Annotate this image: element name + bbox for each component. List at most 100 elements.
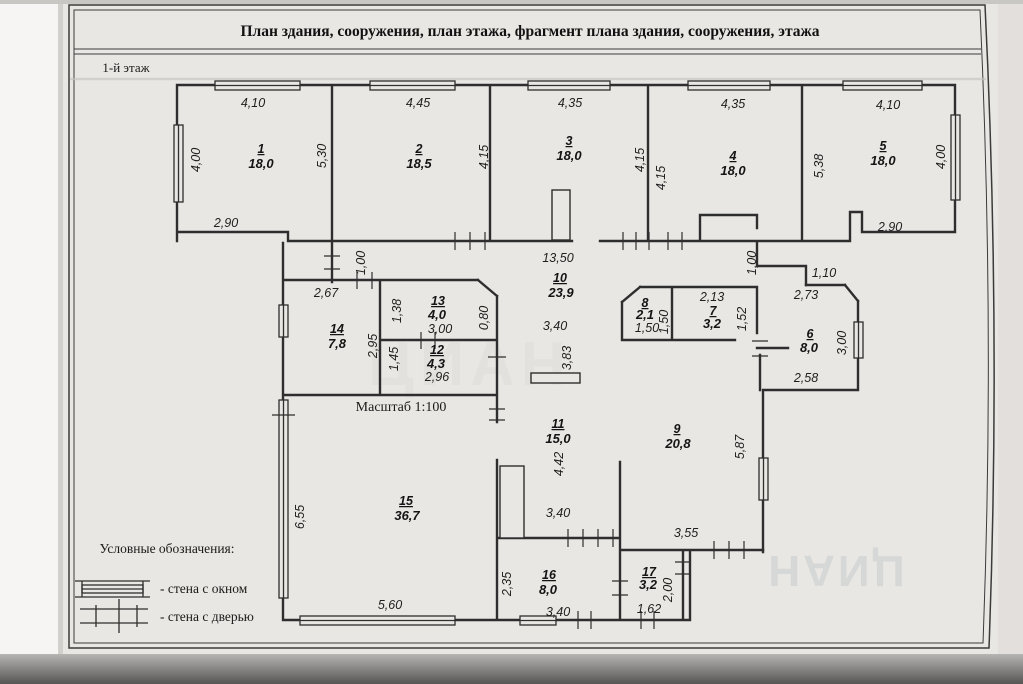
legend-heading: Условные обозначения: xyxy=(99,541,234,556)
room-number: 7 xyxy=(710,304,718,318)
dim-label: 13,50 xyxy=(542,251,573,265)
dim-label: 5,38 xyxy=(812,154,826,178)
dim-label: 3,55 xyxy=(674,526,698,540)
window-icon xyxy=(853,321,864,359)
room-number: 16 xyxy=(542,568,557,582)
room-area: 18,0 xyxy=(720,163,746,178)
room-number: 6 xyxy=(807,327,815,341)
window-icon xyxy=(369,80,456,91)
window-icon xyxy=(173,124,184,203)
window-symbols xyxy=(173,80,961,626)
paper-right-edge xyxy=(998,0,1023,660)
legend: Условные обозначения: - стена с окном - … xyxy=(75,541,254,633)
room-area: 18,5 xyxy=(406,156,432,171)
window-icon xyxy=(842,80,923,91)
floor-label: 1-й этаж xyxy=(102,60,150,75)
dim-label: 2,00 xyxy=(661,578,675,603)
dim-label: 1,38 xyxy=(390,299,404,323)
watermark-text: ЦИАН xyxy=(765,546,904,595)
dim-label: 4,42 xyxy=(552,452,566,476)
window-icon xyxy=(519,615,557,626)
window-icon xyxy=(278,304,289,338)
legend-window-label: - стена с окном xyxy=(160,581,248,596)
room-area: 18,0 xyxy=(248,156,274,171)
room-area: 20,8 xyxy=(664,436,691,451)
paper-left-edge xyxy=(0,0,62,660)
dim-label: 2,58 xyxy=(793,371,818,385)
dim-label: 4,15 xyxy=(477,145,491,169)
dim-label: 4,35 xyxy=(721,97,745,111)
dim-label: 4,00 xyxy=(189,148,203,172)
door-leaves xyxy=(499,189,581,539)
dim-label: 2,73 xyxy=(793,288,818,302)
page-title: План здания, сооружения, план этажа, фра… xyxy=(240,23,819,40)
room-number: 14 xyxy=(330,322,344,336)
room-labels: 1 18,0 2 18,5 3 18,0 4 18,0 5 18,0 6 8,0… xyxy=(248,134,896,597)
window-icon xyxy=(272,399,295,599)
dim-label: 1,45 xyxy=(387,347,401,371)
legend-door-label: - стена с дверью xyxy=(160,609,254,624)
door-leaf-room3 xyxy=(551,189,571,241)
dim-label: 6,55 xyxy=(293,505,307,529)
room-number: 12 xyxy=(430,343,444,357)
watermark-bottom-right: ЦИАН xyxy=(765,546,904,595)
dim-label: 1,62 xyxy=(637,602,661,616)
room-number: 15 xyxy=(399,494,414,508)
dim-label: 4,15 xyxy=(654,166,668,190)
door-leaf-room11 xyxy=(499,465,525,539)
room-area: 18,0 xyxy=(870,153,896,168)
room-number: 2 xyxy=(415,142,423,156)
dim-label: 4,45 xyxy=(406,96,430,110)
room-number: 9 xyxy=(674,422,681,436)
window-icon xyxy=(758,457,769,501)
dim-label: 2,90 xyxy=(877,220,902,234)
legend-door-icon xyxy=(80,599,148,633)
dim-label: 3,00 xyxy=(428,322,452,336)
room-area: 23,9 xyxy=(547,285,574,300)
window-icon xyxy=(687,80,771,91)
door-ticks xyxy=(324,232,768,629)
legend-window-icon xyxy=(75,580,150,598)
room-area: 3,2 xyxy=(639,577,658,592)
room-area: 18,0 xyxy=(556,148,582,163)
door-leaf-hall xyxy=(530,372,581,384)
dim-label: 5,60 xyxy=(378,598,402,612)
dim-label: 3,00 xyxy=(835,331,849,355)
room-area: 8,0 xyxy=(800,340,819,355)
page-border xyxy=(68,4,995,649)
dim-label: 4,15 xyxy=(633,148,647,172)
room-number: 1 xyxy=(258,142,265,156)
room-number: 13 xyxy=(431,294,445,308)
dim-label: 2,13 xyxy=(699,290,724,304)
room-area: 4,3 xyxy=(426,356,446,371)
room-area: 15,0 xyxy=(545,431,571,446)
paper-top-edge xyxy=(0,0,1023,4)
watermark-center: ЦИАН xyxy=(368,330,571,399)
dim-label: 2,90 xyxy=(213,216,238,230)
window-icon xyxy=(214,80,301,91)
room-area: 2,1 xyxy=(635,307,654,322)
window-icon xyxy=(950,114,961,201)
room-number: 3 xyxy=(566,134,573,148)
room-area: 7,8 xyxy=(328,336,347,351)
dim-label: 4,35 xyxy=(558,96,582,110)
dim-label: 1,00 xyxy=(745,251,759,275)
paper-left-shadow xyxy=(58,0,63,660)
window-icon xyxy=(527,80,611,91)
dim-label: 1,00 xyxy=(354,251,368,275)
dim-label: 4,10 xyxy=(876,98,900,112)
dim-label: 2,67 xyxy=(313,286,339,300)
room-number: 4 xyxy=(729,149,737,163)
room-number: 10 xyxy=(553,271,567,285)
room-number: 17 xyxy=(642,565,657,579)
room-number: 8 xyxy=(642,296,649,310)
dim-label: 4,10 xyxy=(241,96,265,110)
dim-label: 3,40 xyxy=(543,319,567,333)
dim-label: 3,83 xyxy=(560,346,574,370)
dim-label: 2,35 xyxy=(500,572,514,597)
window-icon xyxy=(299,615,456,626)
dim-label: 1,50 xyxy=(657,310,671,334)
